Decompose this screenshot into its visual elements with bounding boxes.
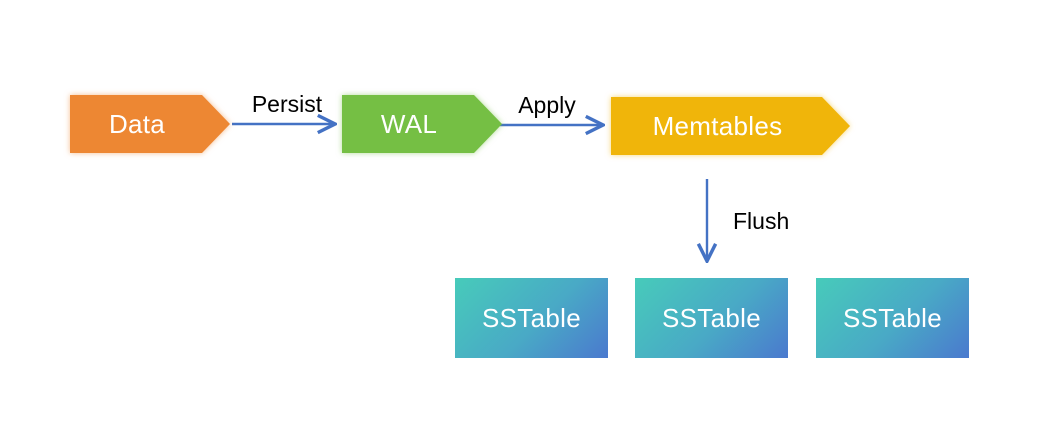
memtables-chevron-shape: Memtables xyxy=(611,97,850,155)
node-wal-label: WAL xyxy=(380,108,438,139)
node-sstable-2: SSTable xyxy=(635,278,788,358)
apply-edge-label: Apply xyxy=(518,92,576,118)
node-sstable-1-label: SSTable xyxy=(482,302,581,333)
node-data-label: Data xyxy=(108,108,166,139)
persist-edge-label: Persist xyxy=(251,91,323,117)
node-wal: WAL xyxy=(342,95,502,153)
node-sstable-3-label: SSTable xyxy=(843,302,942,333)
node-sstable-1: SSTable xyxy=(455,278,608,358)
node-data: Data xyxy=(70,95,230,153)
node-memtables: Memtables xyxy=(611,97,850,155)
data-chevron-shape: Data xyxy=(70,95,230,153)
node-sstable-2-label: SSTable xyxy=(662,302,761,333)
node-memtables-label: Memtables xyxy=(652,110,783,141)
wal-chevron-shape: WAL xyxy=(342,95,502,153)
flush-edge-label: Flush xyxy=(733,208,790,234)
node-sstable-3: SSTable xyxy=(816,278,969,358)
